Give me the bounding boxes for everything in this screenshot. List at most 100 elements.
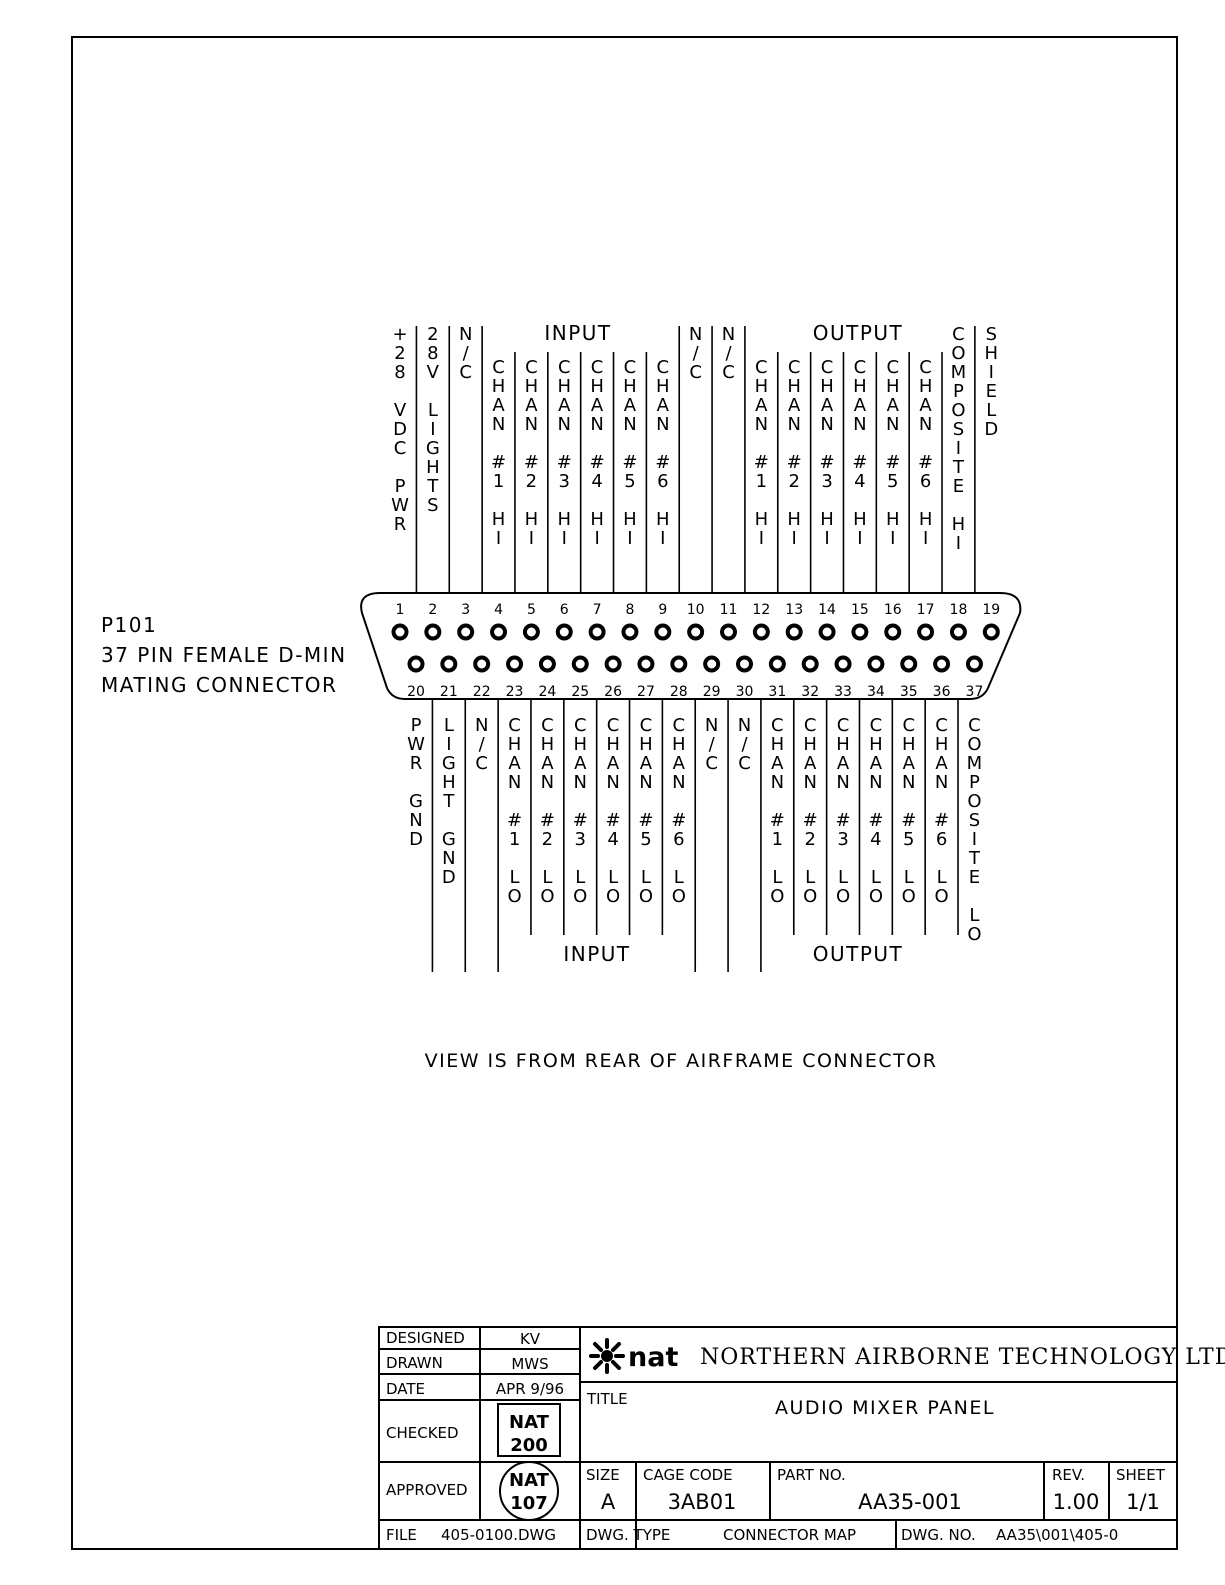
pin-number-29: 29 [703, 684, 721, 700]
pin-22-signal-char: C [475, 753, 488, 774]
pin-26-signal-char: C [607, 715, 620, 736]
pin-5-signal-char: C [525, 357, 538, 378]
pin-7-signal-char: I [594, 528, 599, 549]
pin-14-signal-char: H [820, 509, 834, 530]
pin-number-32: 32 [801, 684, 819, 700]
pin-31-signal-char: L [772, 867, 782, 888]
pin-36-signal-char: L [937, 867, 947, 888]
pin-socket-5 [522, 623, 540, 641]
pin-8-signal-char: 5 [624, 471, 635, 492]
pin-35-signal-char: N [902, 772, 915, 793]
designed-value: KV [520, 1330, 541, 1348]
title-label: TITLE [586, 1390, 628, 1408]
pin-23-signal-char: N [508, 772, 521, 793]
pin-13-signal-char: I [792, 528, 797, 549]
part-number-label: PART NO. [777, 1466, 846, 1484]
pin-30-signal-char: / [741, 734, 748, 755]
pin-14-signal-char: C [821, 357, 834, 378]
pin-31-signal-char: H [771, 734, 785, 755]
pin-13-signal-char: H [787, 376, 801, 397]
pin-28-signal-char: O [672, 886, 686, 907]
pin-13-signal-char: H [787, 509, 801, 530]
pin-31-signal-char: C [771, 715, 784, 736]
pin-number-28: 28 [670, 684, 688, 700]
pin-37-signal-char: O [967, 791, 981, 812]
pin-32-signal-char: L [805, 867, 815, 888]
pin-34-signal-char: L [871, 867, 881, 888]
pin-32-signal-char: O [803, 886, 817, 907]
pin-9-signal-char: I [660, 528, 665, 549]
pin-1-signal-char: 8 [394, 362, 405, 383]
pin-26-signal-char: A [607, 753, 620, 774]
sheet-label: SHEET [1116, 1466, 1166, 1484]
pin-16-signal-char: # [885, 452, 900, 473]
size-value: A [601, 1490, 616, 1514]
checked-stamp-box [497, 1403, 561, 1457]
pin-10-signal-char: / [693, 343, 700, 364]
pin-31-signal-char: 1 [772, 829, 783, 850]
pin-11-signal-char: N [722, 324, 735, 345]
pin-socket-3 [457, 623, 475, 641]
top-group-label-input: INPUT [544, 321, 611, 345]
pin-number-8: 8 [625, 602, 634, 618]
pin-number-16: 16 [884, 602, 902, 618]
pin-24-signal-char: 2 [542, 829, 553, 850]
bottom-group-label-input: INPUT [563, 942, 630, 966]
pin-8-signal-char: A [624, 395, 637, 416]
pin-2-signal-char: I [430, 419, 435, 440]
pin-17-signal-char: H [919, 376, 933, 397]
pin-4-signal-char: A [492, 395, 505, 416]
pin-socket-15 [851, 623, 869, 641]
pin-21-signal-char: N [442, 848, 455, 869]
pin-34-signal-char: H [869, 734, 883, 755]
pin-21-signal-char: I [446, 734, 451, 755]
pin-number-1: 1 [396, 602, 405, 618]
pin-12-signal-char: 1 [756, 471, 767, 492]
pin-number-6: 6 [560, 602, 569, 618]
pin-28-signal-char: L [674, 867, 684, 888]
pin-33-signal-char: 3 [837, 829, 848, 850]
pin-socket-10 [687, 623, 705, 641]
pin-36-signal-char: # [934, 810, 949, 831]
pin-18-signal-char: T [952, 457, 965, 478]
top-pin-separator-lines [415, 326, 976, 593]
pin-9-signal-char: H [656, 376, 670, 397]
pin-socket-7 [588, 623, 606, 641]
pin-12-signal-char: I [759, 528, 764, 549]
pin-17-signal-char: 6 [920, 471, 931, 492]
pin-socket-1 [391, 623, 409, 641]
pin-23-signal-char: H [508, 734, 522, 755]
pin-5-signal-char: N [525, 414, 538, 435]
pin-9-signal-char: H [656, 509, 670, 530]
pin-4-signal-char: C [492, 357, 505, 378]
pin-23-signal-char: A [508, 753, 521, 774]
pin-7-signal-char: C [591, 357, 604, 378]
pin-32-signal-char: C [804, 715, 817, 736]
pin-29-signal-char: / [709, 734, 716, 755]
pin-number-12: 12 [752, 602, 770, 618]
pin-number-17: 17 [917, 602, 935, 618]
pin-socket-31 [768, 655, 786, 673]
pin-number-26: 26 [604, 684, 622, 700]
pin-4-signal-char: 1 [493, 471, 504, 492]
pin-15-signal-char: 4 [854, 471, 865, 492]
approved-stamp-circle [499, 1461, 559, 1521]
pin-12-signal-char: H [755, 376, 769, 397]
bottom-pin-signal-labels: PWRGNDLIGHTGNDN/CCHAN#1LOCHAN#2LOCHAN#3L… [407, 715, 982, 945]
sheet-value: 1/1 [1126, 1490, 1160, 1514]
pin-13-signal-char: A [788, 395, 801, 416]
pin-13-signal-char: N [787, 414, 800, 435]
pin-7-signal-char: N [590, 414, 603, 435]
pin-6-signal-char: N [558, 414, 571, 435]
pin-34-signal-char: A [870, 753, 883, 774]
pin-16-signal-char: H [886, 509, 900, 530]
pin-11-signal-char: C [722, 362, 735, 383]
pin-18-signal-char: I [956, 438, 961, 459]
pin-3-signal-char: C [459, 362, 472, 383]
pin-27-signal-char: H [639, 734, 653, 755]
pin-34-signal-char: N [869, 772, 882, 793]
pin-25-signal-char: # [573, 810, 588, 831]
pin-37-signal-char: O [967, 734, 981, 755]
pin-5-signal-char: A [525, 395, 538, 416]
pin-number-3: 3 [461, 602, 470, 618]
